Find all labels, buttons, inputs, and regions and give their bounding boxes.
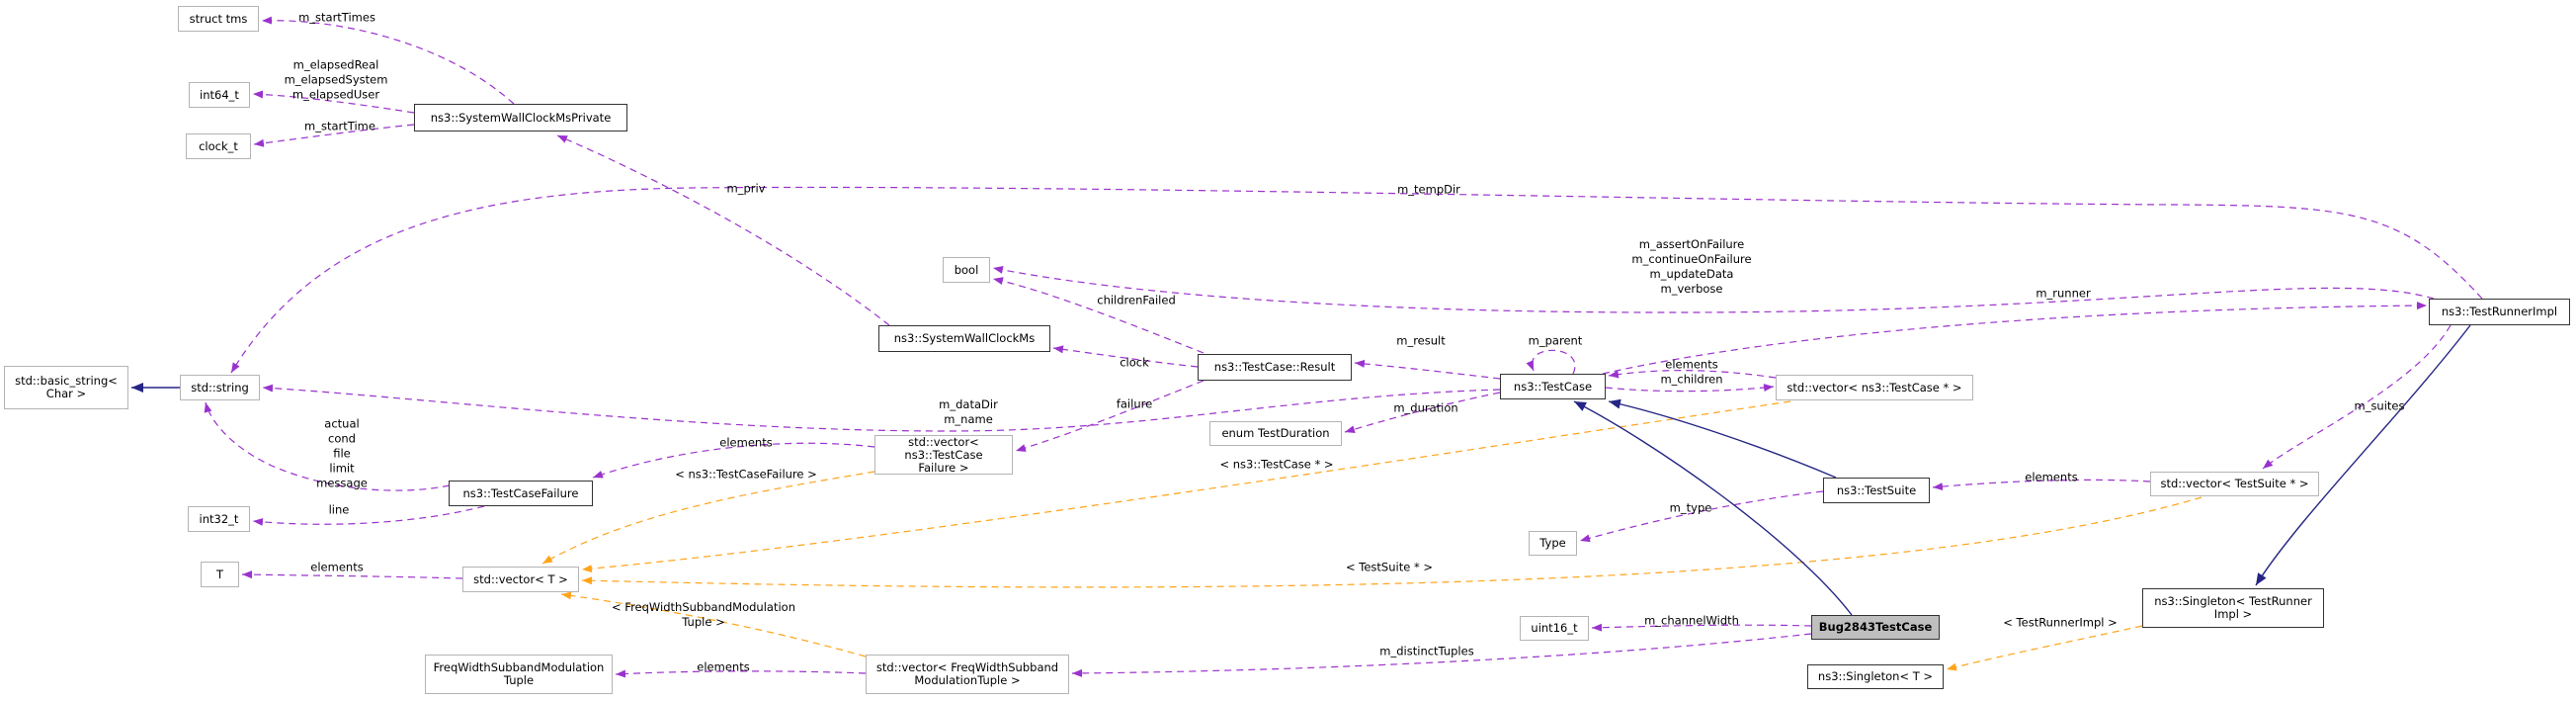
edge-m-assert-block <box>992 266 2435 313</box>
edge-m-tempDir <box>230 186 2483 374</box>
edge-elements-fwsmt <box>615 669 867 678</box>
edge-elements-testcase <box>1608 370 1777 379</box>
node-testcasefailure[interactable]: ns3::TestCaseFailure <box>449 481 593 506</box>
edge-m-duration <box>1344 392 1501 434</box>
node-int64-t[interactable]: int64_t <box>189 82 250 108</box>
edge-m-children <box>1605 384 1775 393</box>
node-singleton-testrunnerimpl[interactable]: ns3::Singleton< TestRunner Impl > <box>2142 588 2324 628</box>
edge-tmpl-fwsmt <box>560 591 867 657</box>
node-testcase-result[interactable]: ns3::TestCase::Result <box>1198 354 1352 381</box>
node-testsuite[interactable]: ns3::TestSuite <box>1823 478 1930 503</box>
node-vector-testcase-ptr[interactable]: std::vector< ns3::TestCase * > <box>1776 375 1973 400</box>
edge-tmpl-tcf <box>541 471 875 565</box>
edge-m-startTimes <box>261 16 515 105</box>
edge-m-priv <box>556 134 890 326</box>
edge-inh-runner-singleton <box>2255 324 2471 586</box>
edge-elements-T <box>241 570 463 579</box>
node-vector-freqwidthsubbandmodulationtuple[interactable]: std::vector< FreqWidthSubband Modulation… <box>866 655 1069 694</box>
node-int32-t[interactable]: int32_t <box>188 506 250 532</box>
node-std-string[interactable]: std::string <box>180 375 260 400</box>
node-singleton-t[interactable]: ns3::Singleton< T > <box>1807 664 1944 689</box>
edge-elements-testsuite <box>1932 479 2151 491</box>
node-type[interactable]: Type <box>1529 531 1577 556</box>
node-systemwallclockmsprivate[interactable]: ns3::SystemWallClockMsPrivate <box>414 104 627 131</box>
node-bug2843testcase[interactable]: Bug2843TestCase <box>1811 615 1940 640</box>
edge-inh-testsuite-testcase <box>1608 398 1837 479</box>
node-vector-t[interactable]: std::vector< T > <box>462 567 579 592</box>
node-systemwallclockms[interactable]: ns3::SystemWallClockMs <box>878 325 1050 352</box>
node-vector-testsuite-ptr[interactable]: std::vector< TestSuite * > <box>2150 472 2319 496</box>
node-vector-testcasefailure[interactable]: std::vector< ns3::TestCase Failure > <box>874 435 1013 475</box>
node-bool[interactable]: bool <box>943 257 990 283</box>
edge-tmpl-singleton <box>1946 625 2143 671</box>
node-basic-string[interactable]: std::basic_string< Char > <box>4 366 128 409</box>
edge-m-parent-loop <box>1526 349 1576 375</box>
edge-tcf-strings <box>204 401 451 491</box>
node-enum-testduration[interactable]: enum TestDuration <box>1209 421 1342 446</box>
node-testrunnerimpl[interactable]: ns3::TestRunnerImpl <box>2429 299 2570 325</box>
node-struct-tms[interactable]: struct tms <box>178 6 259 32</box>
edge-m-channelWidth <box>1591 623 1812 632</box>
edge-m-elapsed <box>252 90 415 114</box>
edge-childrenFailed <box>992 277 1205 354</box>
edge-m-suites <box>2262 324 2451 470</box>
edge-elements-tcf <box>592 442 875 479</box>
edge-m-runner <box>1602 302 2428 375</box>
edge-line <box>252 505 485 526</box>
edge-m-dataDir-m-name <box>262 384 1501 432</box>
node-freqwidthsubbandmodulationtuple[interactable]: FreqWidthSubbandModulation Tuple <box>425 655 613 694</box>
node-uint16-t[interactable]: uint16_t <box>1520 616 1589 641</box>
edge-tmpl-testcase <box>581 400 1791 573</box>
edge-m-startTime <box>253 124 415 147</box>
edge-m-result <box>1354 359 1501 380</box>
edge-clock <box>1052 345 1199 368</box>
node-t[interactable]: T <box>201 562 239 587</box>
node-testcase[interactable]: ns3::TestCase <box>1500 374 1606 399</box>
edge-inh-bug-testcase <box>1573 400 1853 616</box>
edge-failure <box>1015 380 1205 452</box>
node-clock-t[interactable]: clock_t <box>186 133 251 159</box>
edge-m-type <box>1579 490 1824 543</box>
edge-m-distinctTuples <box>1071 633 1812 677</box>
